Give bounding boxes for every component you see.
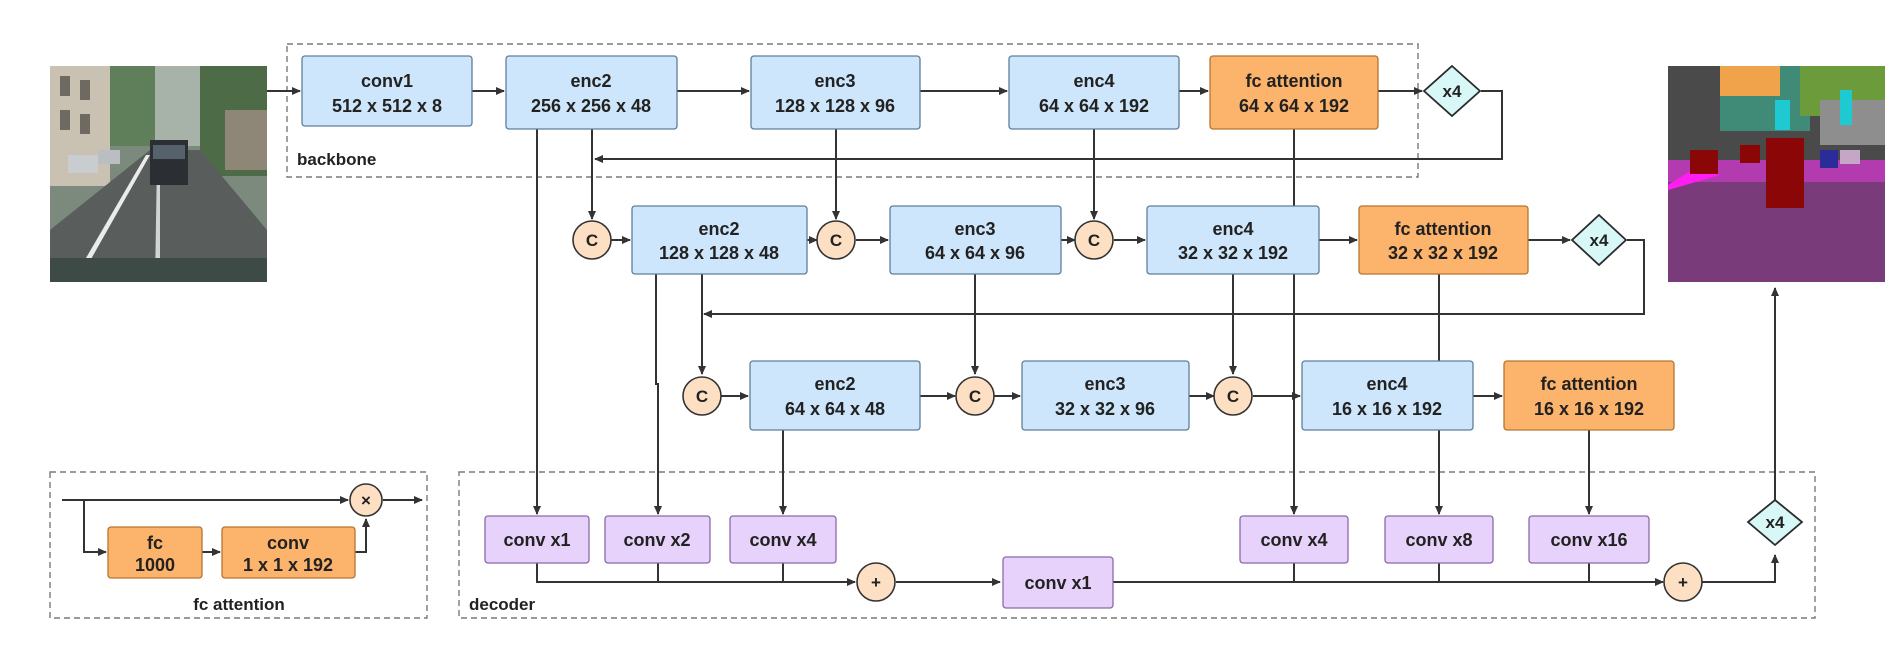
legend-conv-block: conv 1 x 1 x 192 [221,526,356,579]
svg-text:fc: fc [147,533,163,553]
svg-text:C: C [969,387,981,406]
backbone-label: backbone [297,150,376,169]
svg-text:fc attention: fc attention [1395,219,1492,239]
svg-text:conv x4: conv x4 [1260,530,1327,550]
row3-concat-1: C [682,376,722,416]
svg-text:enc3: enc3 [814,71,855,91]
svg-text:16 x 16 x 192: 16 x 16 x 192 [1332,399,1442,419]
backbone-frame [286,43,1419,178]
svg-text:C: C [696,387,708,406]
svg-text:enc3: enc3 [954,219,995,239]
svg-text:enc4: enc4 [1366,374,1407,394]
output-segmentation-map [1668,66,1885,282]
svg-text:enc2: enc2 [814,374,855,394]
input-image [50,66,267,282]
svg-text:enc4: enc4 [1212,219,1253,239]
decoder-conv-x4-a: conv x4 [729,515,837,564]
svg-text:conv x2: conv x2 [623,530,690,550]
svg-text:16 x 16 x 192: 16 x 16 x 192 [1534,399,1644,419]
row3-fc-attention-block: fc attention 16 x 16 x 192 [1503,360,1675,431]
svg-text:conv: conv [267,533,309,553]
svg-text:C: C [830,231,842,250]
svg-text:fc attention: fc attention [1246,71,1343,91]
svg-text:32 x 32 x 192: 32 x 32 x 192 [1178,243,1288,263]
svg-text:enc3: enc3 [1084,374,1125,394]
svg-text:64 x 64 x 96: 64 x 64 x 96 [925,243,1025,263]
row2-concat-2: C [816,220,856,260]
svg-text:64 x 64 x 192: 64 x 64 x 192 [1039,96,1149,116]
svg-text:conv x4: conv x4 [749,530,816,550]
svg-text:32 x 32 x 192: 32 x 32 x 192 [1388,243,1498,263]
row2-upsample-x4: x4 [1570,213,1628,267]
decoder-conv-x2: conv x2 [604,515,711,564]
decoder-conv-x1-b: conv x1 [1002,556,1114,609]
svg-text:fc attention: fc attention [1541,374,1638,394]
svg-text:x4: x4 [1766,513,1785,532]
decoder-conv-x4-b: conv x4 [1239,515,1349,564]
decoder-label: decoder [469,595,536,614]
svg-text:128 x 128 x 96: 128 x 128 x 96 [775,96,895,116]
row1-fc-attention-block: fc attention 64 x 64 x 192 [1209,55,1379,130]
row3-enc4-block: enc4 16 x 16 x 192 [1301,360,1474,431]
decoder-frame [458,471,1816,619]
row3-enc2-block: enc2 64 x 64 x 48 [749,360,921,431]
svg-text:conv x8: conv x8 [1405,530,1472,550]
legend-fc-block: fc 1000 [107,526,203,579]
decoder-add-2: + [1663,562,1703,602]
svg-text:C: C [1227,387,1239,406]
svg-text:x4: x4 [1590,231,1609,250]
row3-concat-3: C [1213,376,1253,416]
svg-text:conv x1: conv x1 [503,530,570,550]
fc-attention-legend-frame [49,471,428,619]
svg-text:64 x 64 x 192: 64 x 64 x 192 [1239,96,1349,116]
row1-enc4-block: enc4 64 x 64 x 192 [1008,55,1180,130]
row3-concat-2: C [955,376,995,416]
svg-text:64 x 64 x 48: 64 x 64 x 48 [785,399,885,419]
svg-text:C: C [1088,231,1100,250]
decoder-conv-x1-a: conv x1 [484,515,590,564]
svg-text:+: + [871,573,881,592]
decoder-conv-x8: conv x8 [1384,515,1494,564]
row2-concat-3: C [1074,220,1114,260]
svg-text:enc2: enc2 [570,71,611,91]
svg-text:+: + [1678,573,1688,592]
legend-multiply-node: × [349,483,383,517]
row3-enc3-block: enc3 32 x 32 x 96 [1021,360,1190,431]
row1-enc3-block: enc3 128 x 128 x 96 [750,55,921,130]
svg-text:128 x 128 x 48: 128 x 128 x 48 [659,243,779,263]
row2-enc3-block: enc3 64 x 64 x 96 [889,205,1062,275]
svg-text:C: C [586,231,598,250]
svg-text:512 x 512 x 8: 512 x 512 x 8 [332,96,442,116]
svg-text:enc2: enc2 [698,219,739,239]
svg-text:1 x 1 x 192: 1 x 1 x 192 [243,555,333,575]
fc-attention-legend-label: fc attention [193,595,285,614]
row1-upsample-x4: x4 [1422,64,1482,118]
svg-text:enc4: enc4 [1073,71,1114,91]
svg-text:256 x 256 x 48: 256 x 256 x 48 [531,96,651,116]
row1-enc2-block: enc2 256 x 256 x 48 [505,55,678,130]
decoder-upsample-x4: x4 [1746,498,1804,547]
conv1-block: conv1 512 x 512 x 8 [301,55,473,127]
svg-text:1000: 1000 [135,555,175,575]
row2-enc2-block: enc2 128 x 128 x 48 [631,205,808,275]
row2-concat-1: C [572,220,612,260]
svg-text:conv1: conv1 [361,71,413,91]
svg-text:32 x 32 x 96: 32 x 32 x 96 [1055,399,1155,419]
decoder-add-1: + [856,562,896,602]
decoder-conv-x16: conv x16 [1528,515,1650,564]
svg-text:conv x16: conv x16 [1550,530,1627,550]
row2-enc4-block: enc4 32 x 32 x 192 [1146,205,1320,275]
row2-fc-attention-block: fc attention 32 x 32 x 192 [1358,205,1529,275]
svg-text:×: × [361,491,371,510]
svg-text:x4: x4 [1443,82,1462,101]
svg-text:conv x1: conv x1 [1024,573,1091,593]
